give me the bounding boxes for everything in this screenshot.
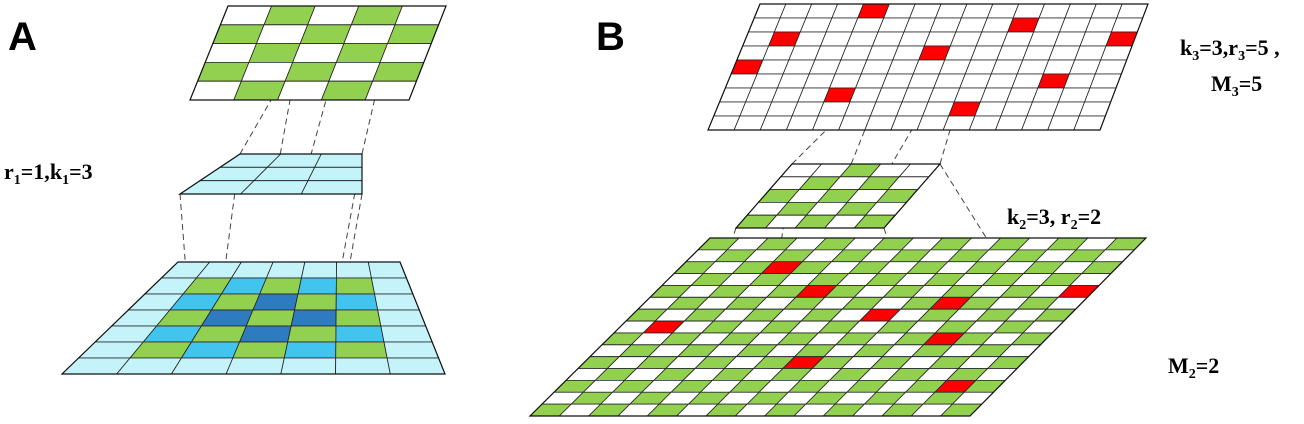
b-mid-outline [734,163,942,229]
a-bottom-cell [294,293,337,311]
b-label-k3-r3: k3=3,r3=5 , [1180,35,1280,64]
a-bottom-grid [60,261,446,375]
b-label-m2: M2=2 [1168,353,1219,382]
a-bottom-cell [180,341,241,359]
a-bottom-cell [386,357,446,375]
a-top-cell [307,5,360,26]
a-mid-cell [314,153,363,168]
a-bottom-cell [259,277,302,295]
a-top-cell [364,80,417,101]
b-bottom-grid [528,237,1148,417]
a-mid-outline [178,153,363,195]
a-top-cell [320,80,374,101]
a-bottom-cell [335,325,385,343]
a-top-cell [255,24,309,44]
a-dash-mid-top [239,62,294,155]
b-top-grid [707,3,1149,131]
a-top-cell [219,5,273,26]
a-top-cell [386,24,440,44]
a-top-grid [189,5,447,101]
a-bottom-cell [335,357,391,375]
a-bottom-cell [170,357,234,375]
a-bottom-cell [335,341,388,359]
a-top-cell [233,80,286,101]
a-bottom-cell [265,261,306,279]
a-bottom-cell [232,341,289,359]
a-top-cell [299,24,352,44]
a-top-cell [189,80,242,101]
b-label-k2-r2: k2=3, r2=2 [1007,204,1101,233]
a-bottom-cell [300,261,337,279]
a-bottom-cell [287,325,337,343]
a-top-cell [394,5,447,26]
a-bottom-cell [245,309,296,327]
a-mid-cell [307,166,363,182]
a-bottom-cell [380,325,433,343]
a-bottom-cell [297,277,337,295]
a-top-cell [197,62,250,82]
a-top-cell [277,80,330,101]
a-bottom-outline [60,261,446,375]
a-bottom-cell [336,261,372,279]
b-dash-mid-top [791,98,859,165]
a-bottom-cell [374,293,420,311]
a-top-cell [263,5,316,26]
a-bottom-cell [377,309,427,327]
a-top-cell [240,62,294,82]
a-top-cell [292,43,345,63]
b-top-outline [707,3,1149,131]
a-bottom-cell [383,341,440,359]
a-top-cell [335,43,389,63]
a-top-cell [379,43,432,63]
b-middle-grid [734,163,942,229]
a-bottom-cell [190,325,247,343]
a-bottom-cell [335,293,379,311]
a-bottom-cell [335,309,382,327]
a-top-cell [284,62,337,82]
a-bottom-cell [283,341,337,359]
b-bottom-outline [528,237,1148,417]
a-top-cell [204,43,258,63]
a-bottom-cell [370,277,414,295]
a-top-cell [212,24,265,44]
a-top-cell [343,24,396,44]
a-middle-grid [178,153,363,195]
a-top-cell [372,62,425,82]
panel-letter-a: A [8,15,37,59]
b-label-m3: M3=5 [1211,71,1262,100]
a-bottom-cell [335,277,376,295]
panel-a: A r1=1,k1=3 [4,5,447,375]
a-top-cell [350,5,403,26]
a-mid-cell [300,180,363,195]
a-bottom-cell [225,357,285,375]
a-bottom-cell [280,357,337,375]
a-bottom-cell [290,309,337,327]
a-top-cell [248,43,301,63]
a-label-r1-k1: r1=1,k1=3 [4,159,93,188]
a-bottom-cell [238,325,292,343]
a-bottom-cell [252,293,299,311]
panel-b: B k3=3,r3=5 , M3=5 k2=3, r2=2 M2=2 [528,3,1280,417]
a-top-outline [189,5,447,101]
panel-letter-b: B [596,15,625,59]
a-top-cell [328,62,381,82]
